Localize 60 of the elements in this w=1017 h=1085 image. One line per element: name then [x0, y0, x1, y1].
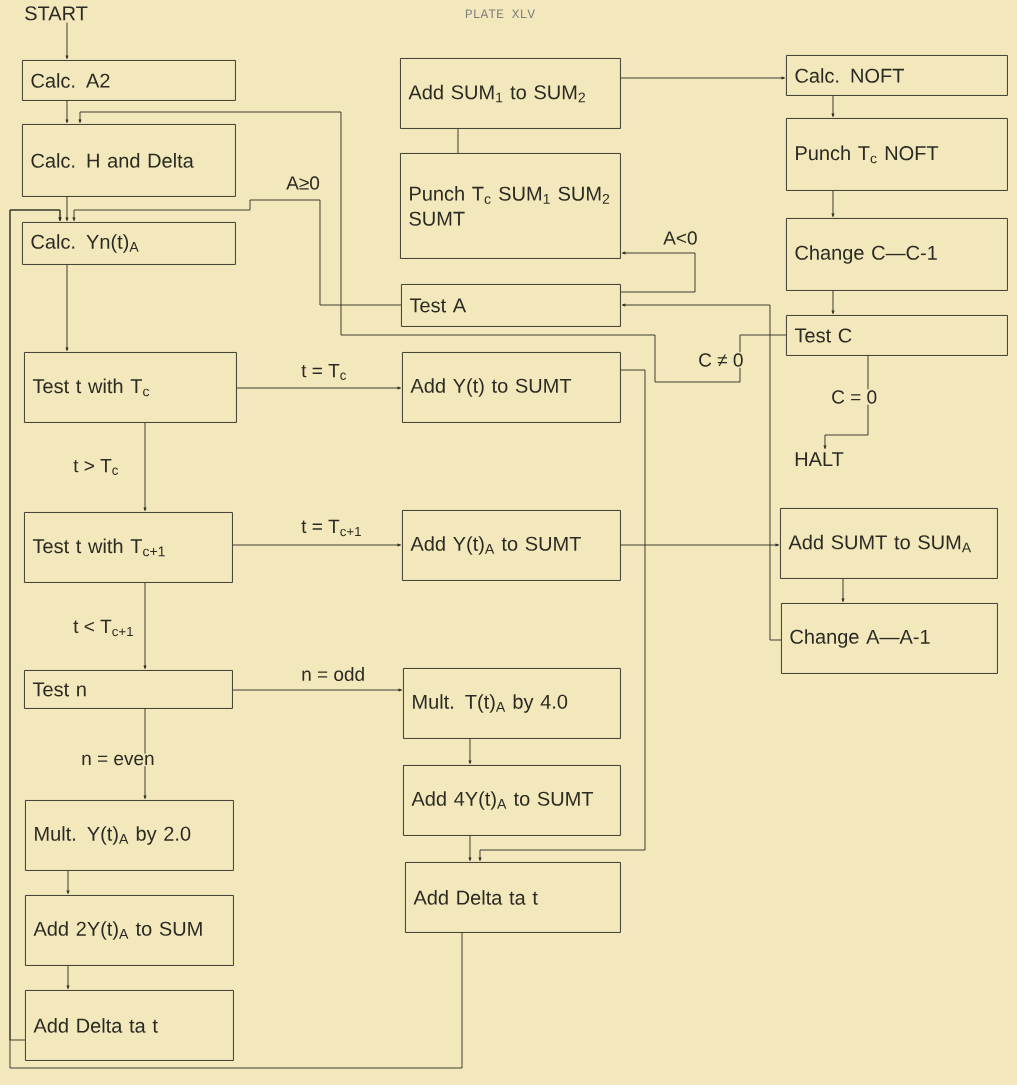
arrow — [66, 870, 70, 895]
arrow — [236, 386, 402, 390]
arrow — [66, 965, 70, 990]
arrow — [232, 688, 403, 692]
process-box: Add Delta ta t — [25, 990, 234, 1061]
process-box: Test A — [401, 284, 621, 327]
arrow — [831, 190, 835, 218]
edge-label: t = T$_{c}$ — [300, 363, 348, 381]
process-box: Test C — [786, 315, 1008, 356]
edge-label: A≥0 — [285, 175, 321, 191]
process-box: Punch T$_{c}$ NOFT — [786, 118, 1008, 191]
edge-label: A<0 — [662, 230, 699, 246]
process-box: Calc. Yn(t)$_{A}$ — [22, 222, 236, 265]
process-box: Mult. Y(t)$_{A}$ by 2.0 — [25, 800, 234, 871]
process-box: Calc. H and Delta — [22, 124, 236, 197]
arrow — [841, 578, 845, 603]
arrow — [831, 290, 835, 315]
edge-label: C ≠ 0 — [697, 352, 745, 368]
process-box: Add 2Y(t)$_{A}$ to SUM — [25, 895, 234, 966]
process-box: Punch T$_{c}$ SUM$_{1}$ SUM$_{2}$ SUMT — [400, 153, 621, 259]
arrow — [72, 199, 402, 306]
arrow — [620, 76, 786, 80]
process-box: Test t with T$_{c}$ — [24, 352, 237, 423]
arrow — [65, 22, 69, 60]
plate-title: PLATE XLV — [465, 9, 535, 19]
process-box: Calc. A2 — [22, 60, 236, 101]
arrow — [831, 95, 835, 118]
process-box: Change A—A-1 — [781, 603, 998, 674]
process-box: Add Y(t)$_{A}$ to SUMT — [402, 510, 621, 581]
process-box: Add Y(t) to SUMT — [402, 352, 621, 423]
process-box: Calc. NOFT — [786, 55, 1008, 96]
arrow — [143, 708, 147, 800]
edge-label: C = 0 — [830, 389, 879, 405]
edge-label: t > T$_{c}$ — [72, 458, 120, 476]
arrow — [9, 209, 463, 1069]
arrow — [78, 111, 787, 383]
process-box: Add SUM$_{1}$ to SUM$_{2}$ — [400, 58, 621, 129]
arrow — [620, 543, 780, 547]
arrow — [232, 543, 402, 547]
arrow — [823, 355, 869, 450]
process-box: Test t with T$_{c+1}$ — [24, 512, 233, 583]
arrow — [468, 738, 472, 765]
process-box: Mult. T(t)$_{A}$ by 4.0 — [403, 668, 621, 739]
edge-label: n = odd — [300, 666, 367, 682]
arrow — [143, 422, 147, 512]
process-box: Add 4Y(t)$_{A}$ to SUMT — [403, 765, 621, 836]
arrow — [65, 196, 69, 222]
flow-terminal-text: HALT — [795, 452, 844, 466]
process-box: Add Delta ta t — [405, 862, 621, 933]
arrow — [143, 582, 147, 670]
process-box: Add SUMT to SUM$_{A}$ — [780, 508, 998, 579]
arrow — [65, 100, 69, 124]
arrow — [620, 251, 696, 293]
flow-terminal-text: START — [25, 6, 88, 21]
arrow — [478, 369, 646, 862]
process-box: Change C—C-1 — [786, 218, 1008, 291]
arrow — [468, 835, 472, 862]
process-box: Test n — [24, 670, 233, 709]
arrow — [65, 264, 69, 352]
arrow — [621, 303, 782, 641]
